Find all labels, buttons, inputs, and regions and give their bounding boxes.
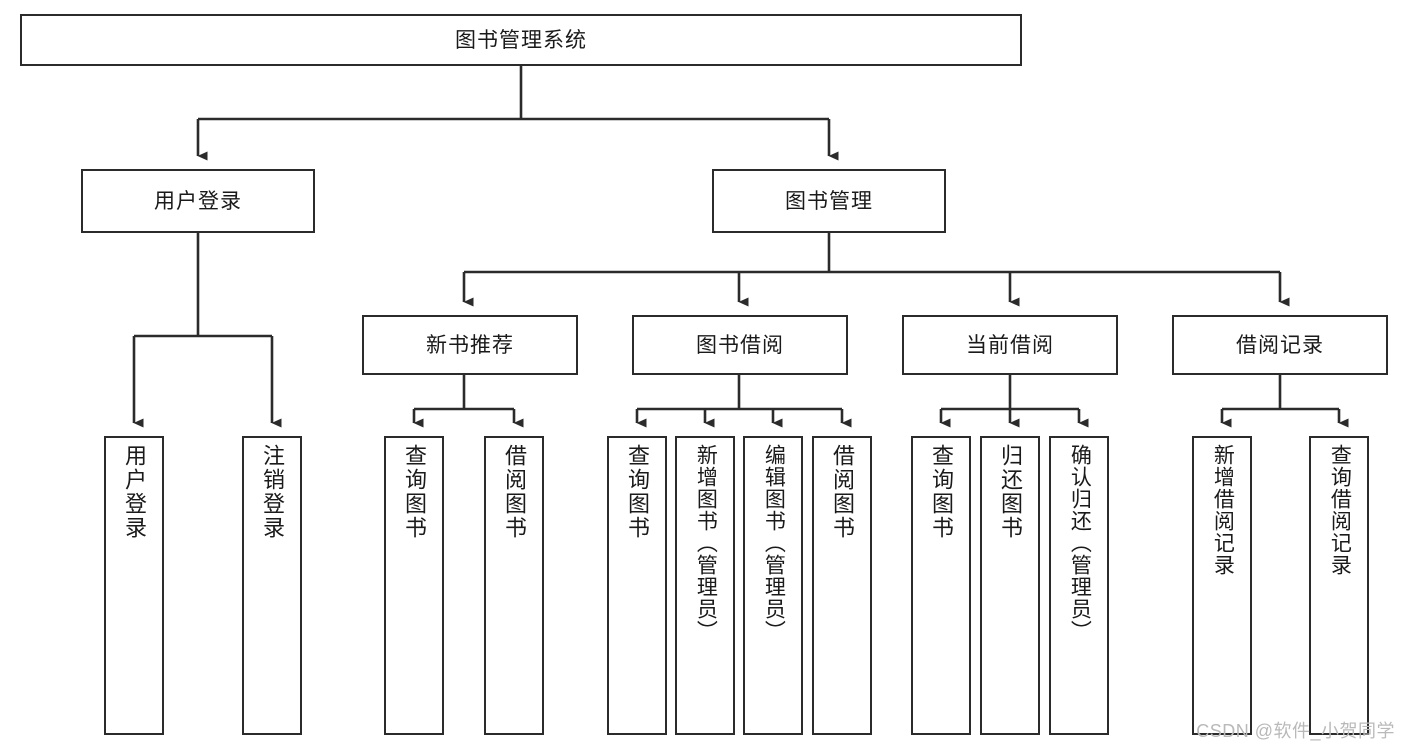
leaf-recommend-query-book[interactable]: 查询图书 [384,436,444,735]
leaf-current-return-book[interactable]: 归还图书 [980,436,1040,735]
node-label: 图书管理系统 [455,28,587,52]
node-user-login[interactable]: 用户登录 [81,169,315,233]
node-new-book-recommend[interactable]: 新书推荐 [362,315,578,375]
node-label: 用户登录 [154,189,242,213]
node-label: 查询图书 [928,444,954,540]
leaf-current-query-book[interactable]: 查询图书 [911,436,971,735]
watermark: CSDN @软件_小贺同学 [1196,721,1395,741]
leaf-recommend-borrow-book[interactable]: 借阅图书 [484,436,544,735]
leaf-user-login-signin[interactable]: 用户登录 [104,436,164,735]
leaf-record-add-record[interactable]: 新增借阅记录 [1192,436,1252,735]
node-label: 图书管理 [785,189,873,213]
node-label: 新增图书（管理员） [694,444,718,642]
node-current-borrow[interactable]: 当前借阅 [902,315,1118,375]
leaf-current-confirm-return-admin[interactable]: 确认归还（管理员） [1049,436,1109,735]
leaf-borrow-add-book-admin[interactable]: 新增图书（管理员） [675,436,735,735]
node-label: 查询图书 [401,444,427,540]
node-label: 借阅图书 [829,444,855,540]
node-root-library-system[interactable]: 图书管理系统 [20,14,1022,66]
leaf-user-login-signout[interactable]: 注销登录 [242,436,302,735]
node-label: 编辑图书（管理员） [762,444,786,642]
node-label: 新书推荐 [426,333,514,357]
node-label: 查询借阅记录 [1328,444,1352,576]
node-label: 归还图书 [997,444,1023,540]
node-label: 借阅记录 [1236,333,1324,357]
leaf-record-query-record[interactable]: 查询借阅记录 [1309,436,1369,735]
node-label: 注销登录 [259,444,285,540]
node-label: 查询图书 [624,444,650,540]
leaf-borrow-query-book[interactable]: 查询图书 [607,436,667,735]
node-book-management[interactable]: 图书管理 [712,169,946,233]
node-label: 新增借阅记录 [1211,444,1235,576]
node-label: 当前借阅 [966,333,1054,357]
leaf-borrow-edit-book-admin[interactable]: 编辑图书（管理员） [743,436,803,735]
node-borrow-record[interactable]: 借阅记录 [1172,315,1388,375]
leaf-borrow-borrow-book[interactable]: 借阅图书 [812,436,872,735]
node-label: 用户登录 [121,444,147,540]
node-book-borrow[interactable]: 图书借阅 [632,315,848,375]
node-label: 图书借阅 [696,333,784,357]
node-label: 借阅图书 [501,444,527,540]
node-label: 确认归还（管理员） [1068,444,1092,642]
